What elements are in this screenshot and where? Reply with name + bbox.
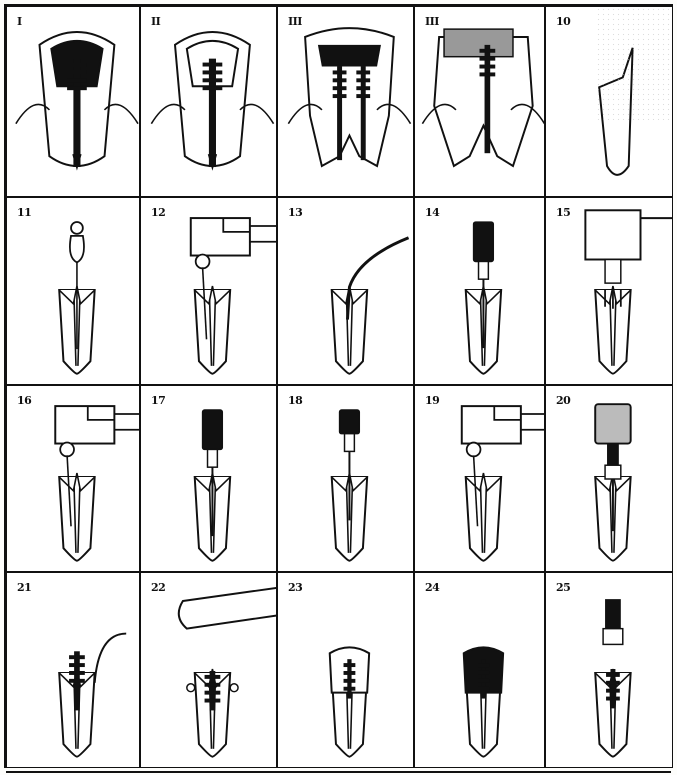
core-buildup-illustration [278, 573, 413, 767]
panel-label: 14 [425, 206, 439, 219]
panel-19: 19 [414, 385, 545, 572]
contra-angle-file-illustration [141, 198, 276, 384]
panel-22: 22 [140, 572, 277, 768]
panel-16: 16 [6, 385, 140, 572]
tooth-crown-post-illustration [7, 7, 139, 196]
panel-label: 25 [556, 581, 570, 594]
rotary-drill-illustration [141, 386, 276, 571]
panel-label: 23 [288, 581, 302, 594]
short-drill-illustration [278, 386, 413, 571]
panel-label: II [151, 15, 160, 28]
tooth-molar-core-illustration [415, 7, 544, 196]
finger-seat-post-illustration [141, 573, 276, 767]
panel-label: III [288, 15, 302, 28]
panel-label: I [17, 15, 22, 28]
panel-24: 24 [414, 572, 545, 768]
panel-label: 11 [17, 206, 31, 219]
panel-II: II [140, 6, 277, 197]
panel-18: 18 [277, 385, 414, 572]
panel-14: 14 [414, 197, 545, 385]
panel-label: 20 [556, 394, 570, 407]
crown-post-illustration [415, 573, 544, 767]
panel-label: 13 [288, 206, 302, 219]
panel-label: 10 [556, 15, 570, 28]
rotary-drill-illustration [415, 198, 544, 384]
panel-III: III [277, 6, 414, 197]
panel-label: 15 [556, 206, 570, 219]
hand-file-illustration [7, 198, 139, 384]
panel-20: 20 [545, 385, 673, 572]
panel-label: 18 [288, 394, 302, 407]
panel-15: 15 [545, 197, 673, 385]
tooth-crown-post-illustration [141, 7, 276, 196]
bottom-rule [6, 771, 671, 773]
panel-label: 12 [151, 206, 165, 219]
speckle-texture [596, 7, 672, 120]
panel-10: 10 [545, 6, 673, 197]
post-driver-illustration [546, 386, 672, 571]
panel-label: III [425, 15, 439, 28]
panel-12: 12 [140, 197, 277, 385]
panel-I: I [6, 6, 140, 197]
panel-label: 19 [425, 394, 439, 407]
contra-angle-drill-illustration [7, 386, 139, 571]
tooth-two-root-posts-illustration [278, 7, 413, 196]
panel-label: 17 [151, 394, 165, 407]
post-cement-tool-illustration [7, 573, 139, 767]
panel-label: 22 [151, 581, 165, 594]
panel-label: 21 [17, 581, 31, 594]
panel-label: 16 [17, 394, 31, 407]
handpiece-drill-illustration [546, 198, 672, 384]
post-driver-final-illustration [546, 573, 672, 767]
contra-angle-lentulo-illustration [415, 386, 544, 571]
probe-illustration [278, 198, 413, 384]
panel-17: 17 [140, 385, 277, 572]
panel-23: 23 [277, 572, 414, 768]
panel-13: 13 [277, 197, 414, 385]
panel-25: 25 [545, 572, 673, 768]
panel-11: 11 [6, 197, 140, 385]
panel-label: 24 [425, 581, 439, 594]
panel-21: 21 [6, 572, 140, 768]
panel-IIII: III [414, 6, 545, 197]
